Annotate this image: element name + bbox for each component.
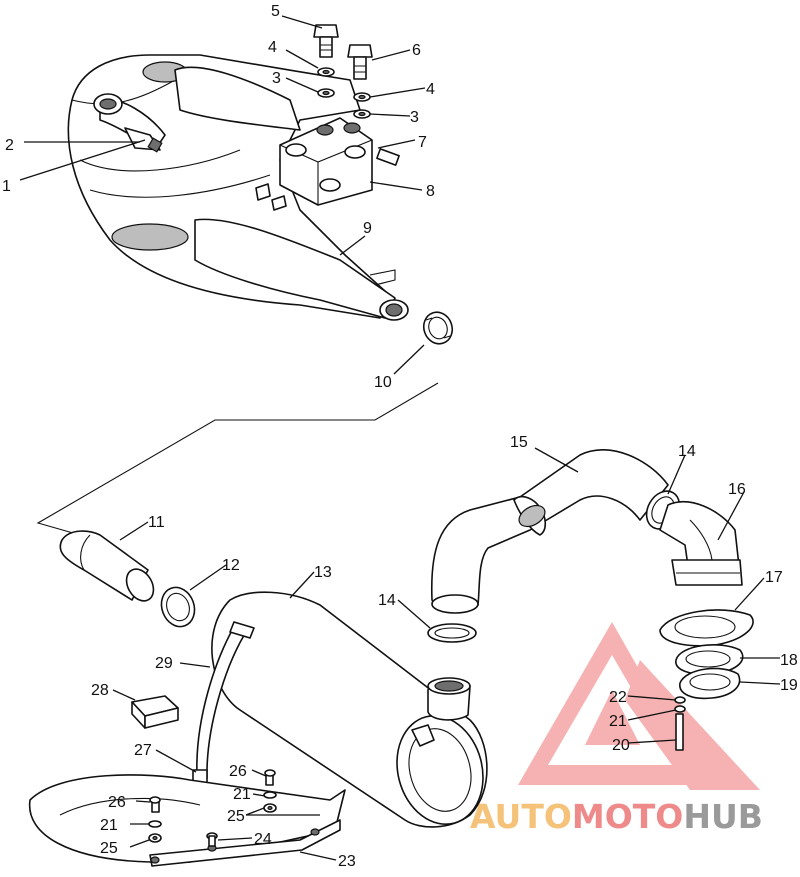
callout-17: 17: [765, 569, 783, 586]
callout-10: 10: [374, 374, 392, 391]
callout-21b: 21: [233, 786, 251, 803]
bolt-6: [347, 44, 373, 80]
tail-pipe-15: [430, 449, 669, 614]
callout-12: 12: [222, 557, 240, 574]
callout-13: 13: [314, 564, 332, 581]
callout-3a: 3: [272, 70, 281, 87]
watermark-hub: HUB: [683, 797, 763, 836]
watermark-text: AUTOMOTOHUB: [470, 797, 763, 836]
flange-18: [675, 644, 744, 676]
screw-24: [206, 832, 218, 847]
gasket-19: [679, 667, 741, 700]
stud-20: [674, 696, 686, 751]
callout-14a: 14: [378, 592, 396, 609]
callout-28: 28: [91, 682, 109, 699]
callout-3b: 3: [410, 109, 419, 126]
callout-8: 8: [426, 183, 435, 200]
callout-7: 7: [418, 134, 427, 151]
callout-5: 5: [271, 3, 280, 20]
elbow-16: [659, 501, 743, 586]
callout-19: 19: [780, 677, 798, 694]
callout-6: 6: [412, 42, 421, 59]
callout-20: 20: [612, 737, 630, 754]
callout-21a: 21: [609, 713, 627, 730]
assembly-connector-lines: [36, 382, 439, 536]
callout-1: 1: [2, 178, 11, 195]
clamp-12: [160, 586, 196, 628]
callout-24: 24: [254, 831, 272, 848]
callout-18: 18: [780, 652, 798, 669]
coupler-pipe-11: [59, 530, 155, 602]
header-pipe: [93, 93, 166, 153]
bolt-5: [313, 24, 339, 58]
callout-9: 9: [363, 220, 372, 237]
callout-2: 2: [5, 137, 14, 154]
callout-16: 16: [728, 481, 746, 498]
callout-22: 22: [609, 689, 627, 706]
mount-bracket: [255, 117, 400, 211]
callout-labels: 1 2 3 3 4 4 5 6 7 8 9 10 11 12 13 14 14 …: [2, 3, 798, 870]
callout-4b: 4: [426, 81, 435, 98]
hardware-left: [148, 796, 162, 843]
callout-29: 29: [155, 655, 173, 672]
svg-text:AUTOMOTOHUB: AUTOMOTOHUB: [470, 797, 763, 836]
callout-27: 27: [134, 742, 152, 759]
grommet-28: [131, 695, 179, 729]
callout-25b: 25: [100, 840, 118, 857]
callout-23: 23: [338, 853, 356, 870]
clamp-14-lower: [427, 623, 477, 643]
clamp-10: [422, 311, 454, 345]
callout-4a: 4: [268, 39, 277, 56]
callout-25a: 25: [227, 808, 245, 825]
bracket-23: [28, 774, 346, 867]
callout-26a: 26: [229, 763, 247, 780]
watermark-auto: AUTO: [470, 797, 572, 836]
callout-15: 15: [510, 434, 528, 451]
watermark-logo-icon: [518, 622, 760, 790]
leader-lines: [19, 15, 781, 861]
watermark-moto: MOTO: [572, 797, 683, 836]
gasket-17: [659, 609, 754, 647]
callout-26b: 26: [108, 794, 126, 811]
callout-21c: 21: [100, 817, 118, 834]
callout-11: 11: [148, 514, 165, 531]
muffler-13: [211, 591, 488, 828]
callout-14b: 14: [678, 443, 696, 460]
